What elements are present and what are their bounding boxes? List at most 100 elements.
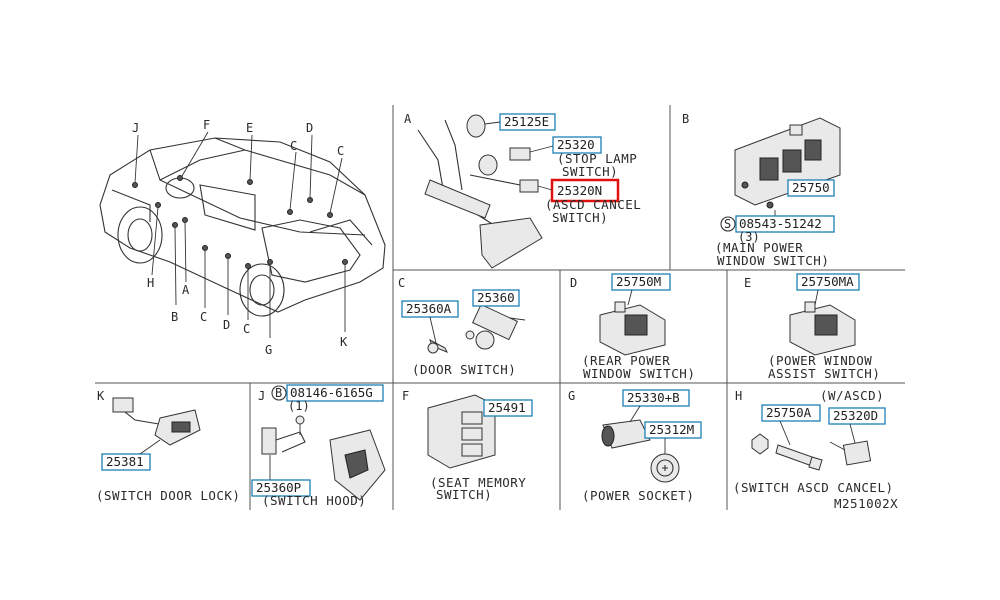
panel-e: E 25750MA (POWER WINDOW ASSIST SWITCH): [744, 273, 880, 381]
part-25320[interactable]: 25320: [557, 137, 595, 152]
panel-g-letter: G: [568, 389, 575, 403]
callout-d-top: D: [306, 121, 313, 135]
part-25360[interactable]: 25360: [477, 290, 515, 305]
panel-f: F 25491 (SEAT MEMORY SWITCH): [402, 389, 533, 502]
part-box-25360: [472, 289, 520, 307]
caption-stop-lamp-2: SWITCH): [562, 164, 618, 179]
part-25750ma[interactable]: 25750MA: [801, 274, 854, 289]
qty-j: (1): [288, 399, 310, 413]
panel-b: B 25750 S 08543-51242 (3) (MAIN POWER WI…: [682, 112, 841, 268]
caption-stop-lamp-1: (STOP LAMP: [557, 151, 637, 166]
part-box-25750a: [761, 404, 821, 422]
seat-memory-switch-drawing: [427, 394, 496, 469]
callout-c-bottom-2: C: [243, 322, 250, 336]
caption-switch-door-lock: (SWITCH DOOR LOCK): [96, 488, 240, 503]
part-25491[interactable]: 25491: [488, 400, 526, 415]
callout-g: G: [265, 343, 272, 357]
panel-h: H (W/ASCD) 25750A 25320D (SWITCH ASCD CA…: [733, 388, 898, 511]
part-box-25750m: [611, 273, 671, 291]
vehicle-overview: J F E D C C H A B C D C G K: [99, 118, 386, 357]
power-socket-drawing: [601, 419, 680, 483]
part-25750[interactable]: 25750: [792, 180, 830, 195]
part-25750a[interactable]: 25750A: [766, 405, 812, 420]
part-25125e[interactable]: 25125E: [504, 114, 549, 129]
panel-j-letter: J: [258, 389, 265, 403]
screw-symbol: [720, 216, 736, 232]
assist-window-switch-drawing: [789, 301, 856, 356]
panel-c-letter: C: [398, 276, 405, 290]
callout-c-top-1: C: [290, 139, 297, 153]
part-25330-b[interactable]: 25330+B: [627, 390, 680, 405]
panel-h-letter: H: [735, 389, 742, 403]
ascd-cancel-switch-drawing: [751, 433, 872, 471]
part-box-25750ma: [796, 273, 860, 291]
diagram-code: M251002X: [834, 496, 898, 511]
door-switch-drawing: [427, 303, 526, 354]
panel-f-letter: F: [402, 389, 409, 403]
callout-f: F: [203, 118, 210, 132]
panel-b-letter: B: [682, 112, 689, 126]
part-25320n[interactable]: 25320N: [557, 183, 602, 198]
callout-d-bottom: D: [223, 318, 230, 332]
callout-a: A: [182, 283, 190, 297]
panel-c: C 25360A 25360 (DOOR SWITCH): [398, 276, 526, 377]
part-box-08543-51242: [735, 215, 835, 233]
part-box-25330-b: [622, 389, 690, 407]
part-box-25320: [552, 136, 602, 154]
panel-a-letter: A: [404, 112, 412, 126]
panel-e-letter: E: [744, 276, 751, 290]
component-markers: [132, 175, 348, 269]
caption-door-switch: (DOOR SWITCH): [412, 362, 516, 377]
part-25381[interactable]: 25381: [106, 454, 144, 469]
part-box-25312m: [644, 421, 702, 439]
caption-switch-ascd-cancel: (SWITCH ASCD CANCEL): [733, 480, 894, 495]
brake-pedal-drawing: [417, 114, 543, 269]
panel-d: D 25750M (REAR POWER WINDOW SWITCH): [570, 273, 695, 381]
caption-assist-1: (POWER WINDOW: [768, 353, 872, 368]
part-box-25360p: [251, 479, 311, 497]
note-w-ascd: (W/ASCD): [820, 388, 884, 403]
caption-main-power-2: WINDOW SWITCH): [717, 253, 829, 268]
part-25360p[interactable]: 25360P: [256, 480, 301, 495]
callout-leaders: [134, 131, 346, 338]
callout-c-bottom-1: C: [200, 310, 207, 324]
bolt-symbol: [271, 385, 287, 401]
callout-e: E: [246, 121, 253, 135]
caption-power-socket: (POWER SOCKET): [582, 488, 694, 503]
part-25360a[interactable]: 25360A: [406, 301, 452, 316]
qty-b: (3): [738, 230, 760, 244]
part-box-25320n-highlighted: [550, 178, 620, 203]
caption-rear-power-1: (REAR POWER: [582, 353, 670, 368]
callout-b: B: [171, 310, 178, 324]
caption-main-power-1: (MAIN POWER: [715, 240, 803, 255]
part-box-25491: [483, 399, 533, 417]
rear-window-switch-drawing: [599, 301, 666, 356]
part-08146-6165g[interactable]: 08146-6165G: [290, 385, 373, 400]
bolt-symbol-letter: B: [275, 386, 282, 400]
door-lock-switch-drawing: [112, 397, 201, 446]
screw-symbol-letter: S: [724, 217, 731, 231]
switch-hood-drawing: [261, 415, 386, 501]
caption-ascd-cancel-2: SWITCH): [552, 210, 608, 225]
panel-grid: [95, 105, 905, 510]
caption-seat-memory-2: SWITCH): [436, 487, 492, 502]
callout-c-top-2: C: [337, 144, 344, 158]
part-25750m[interactable]: 25750M: [616, 274, 661, 289]
caption-ascd-cancel-1: (ASCD CANCEL: [545, 197, 641, 212]
panel-k: K 25381 (SWITCH DOOR LOCK): [96, 389, 240, 503]
part-25320d[interactable]: 25320D: [833, 408, 878, 423]
panel-j: J B 08146-6165G (1) 25360P (SWITCH HOOD): [251, 384, 386, 508]
part-box-25750: [787, 179, 835, 197]
part-box-25320d: [828, 407, 886, 425]
panel-k-letter: K: [97, 389, 105, 403]
callout-k: K: [340, 335, 348, 349]
part-08543-51242[interactable]: 08543-51242: [739, 216, 822, 231]
caption-rear-power-2: WINDOW SWITCH): [583, 366, 695, 381]
part-box-25381: [101, 453, 151, 471]
vehicle-outline: [99, 137, 386, 317]
part-25312m[interactable]: 25312M: [649, 422, 694, 437]
panel-g: G 25330+B 25312M (POWER SOCKET): [568, 389, 702, 503]
caption-seat-memory-1: (SEAT MEMORY: [430, 475, 526, 490]
callout-h: H: [147, 276, 154, 290]
